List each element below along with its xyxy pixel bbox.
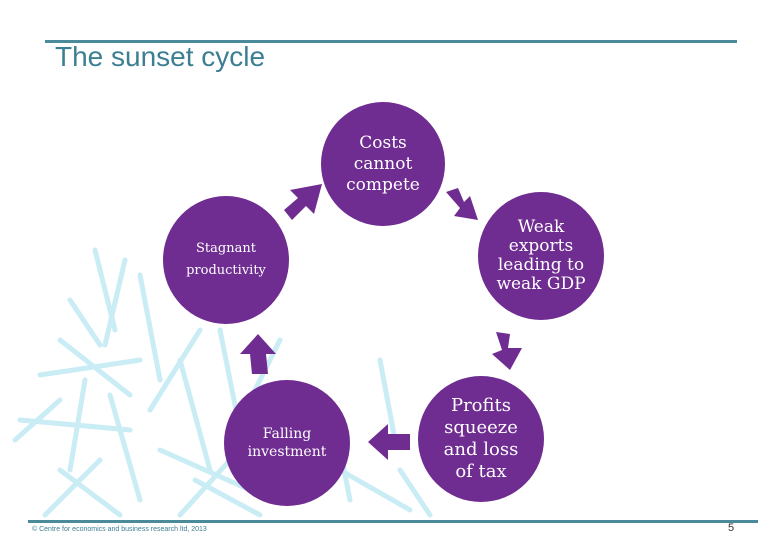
page-number: 5 (728, 522, 735, 534)
arrow-productivity-to-costs-icon (284, 184, 322, 220)
arrow-profits-to-investment-icon (368, 424, 410, 460)
arrow-investment-to-productivity-icon (240, 334, 276, 374)
page-title: The sunset cycle (55, 41, 266, 72)
copyright-text: © Centre for economics and business rese… (32, 526, 207, 533)
arrow-costs-to-exports-icon (446, 188, 478, 220)
arrow-exports-to-profits-icon (492, 332, 522, 370)
header-rule (45, 40, 737, 43)
footer-rule (28, 520, 758, 523)
